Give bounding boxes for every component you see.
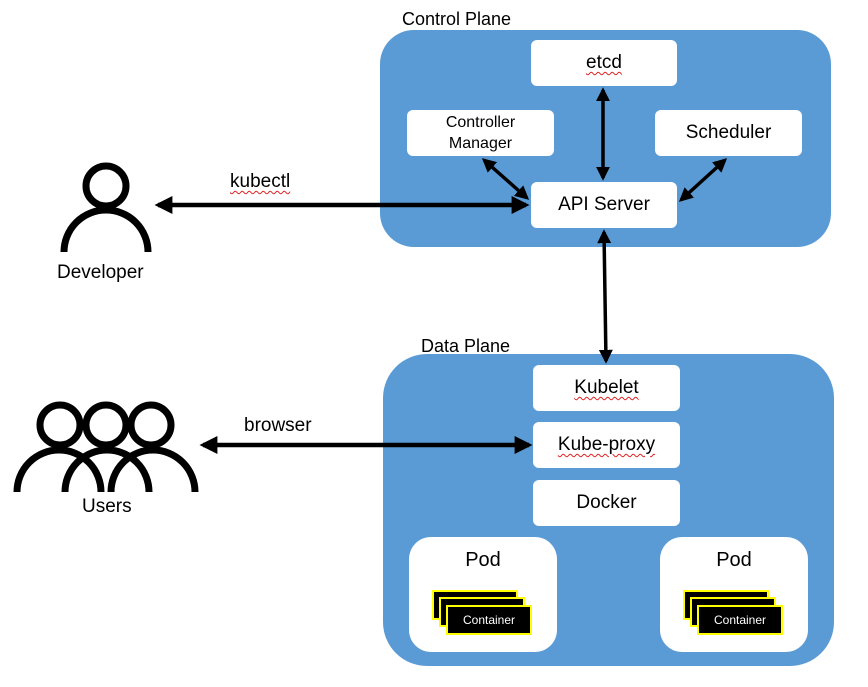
pod-1-label: Pod [465,549,501,571]
scheduler-api-arrow [678,158,728,202]
controller-manager-label-line1: Controller [445,114,516,131]
api-kubelet-arrow [597,229,613,364]
controller-api-arrow [481,158,530,200]
pod-2[interactable]: Pod Container [660,537,808,652]
kube-proxy-label-text: Kube-proxy [557,434,656,455]
data-plane-title: Data Plane [421,336,511,356]
docker-label: Docker [576,492,637,513]
pod-1[interactable]: Pod Container [409,537,557,652]
kubectl-label: kubectl [230,171,291,192]
scheduler-box[interactable]: Scheduler [655,110,802,156]
browser-label: browser [244,415,312,436]
docker-box[interactable]: Docker [533,480,680,526]
scheduler-label: Scheduler [685,122,772,143]
pod-2-label: Pod [716,549,752,571]
controller-manager-box[interactable]: Controller Manager [407,110,554,156]
person-icon [60,162,152,253]
pod-2-container[interactable]: Container [697,605,783,635]
controller-manager-label-line2: Manager [448,135,513,152]
users-label: Users [82,496,132,517]
developer-label: Developer [57,262,144,283]
group-icon [13,401,199,493]
kube-proxy-label: Kube-proxy [558,434,655,456]
pod-1-container[interactable]: Container [446,605,532,635]
kubelet-box[interactable]: Kubelet [533,365,680,411]
api-server-box[interactable]: API Server [531,182,677,228]
pod-2-container-label: Container [713,613,767,627]
kube-proxy-box[interactable]: Kube-proxy [533,422,680,468]
kubelet-label: Kubelet [574,377,639,398]
api-server-label: API Server [558,194,650,215]
etcd-box[interactable]: etcd [531,40,677,86]
pod-1-container-label: Container [462,613,516,627]
etcd-label: etcd [586,52,622,73]
control-plane-title: Control Plane [402,9,512,29]
